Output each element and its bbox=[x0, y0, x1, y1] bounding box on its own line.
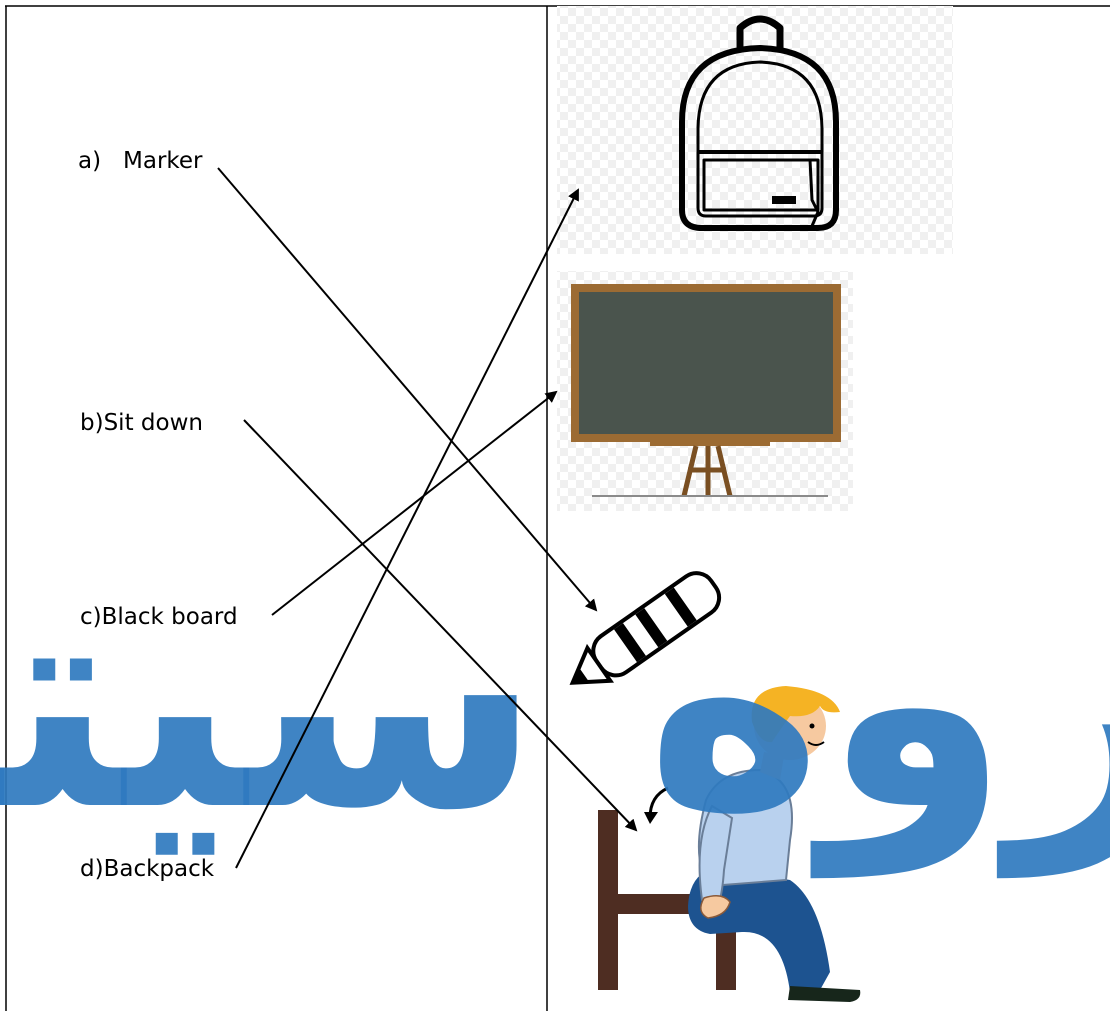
item-d-label: d)Backpack bbox=[80, 856, 215, 882]
blackboard-picture bbox=[557, 271, 853, 511]
matching-lines bbox=[217, 167, 638, 869]
match-line-black-board bbox=[271, 390, 558, 616]
match-line-sit-down bbox=[243, 419, 638, 832]
item-c-label: c)Black board bbox=[80, 604, 238, 630]
word-list: a) Marker b)Sit down c)Black board d)Bac… bbox=[78, 148, 238, 882]
backpack-picture bbox=[557, 6, 953, 254]
watermark: جزوه سیتی bbox=[0, 527, 1110, 880]
match-line-marker bbox=[217, 167, 598, 612]
watermark-text: جزوه سیتی bbox=[0, 527, 1110, 880]
match-line-backpack bbox=[235, 188, 579, 869]
item-a-label: a) Marker bbox=[78, 148, 203, 174]
boy-icon bbox=[644, 686, 861, 1002]
backpack-icon bbox=[679, 15, 839, 231]
crayon-picture bbox=[569, 571, 722, 685]
item-b-label: b)Sit down bbox=[80, 410, 203, 436]
blackboard-icon bbox=[571, 284, 841, 497]
sit-down-picture bbox=[598, 686, 861, 1002]
crayon-icon bbox=[569, 571, 722, 685]
